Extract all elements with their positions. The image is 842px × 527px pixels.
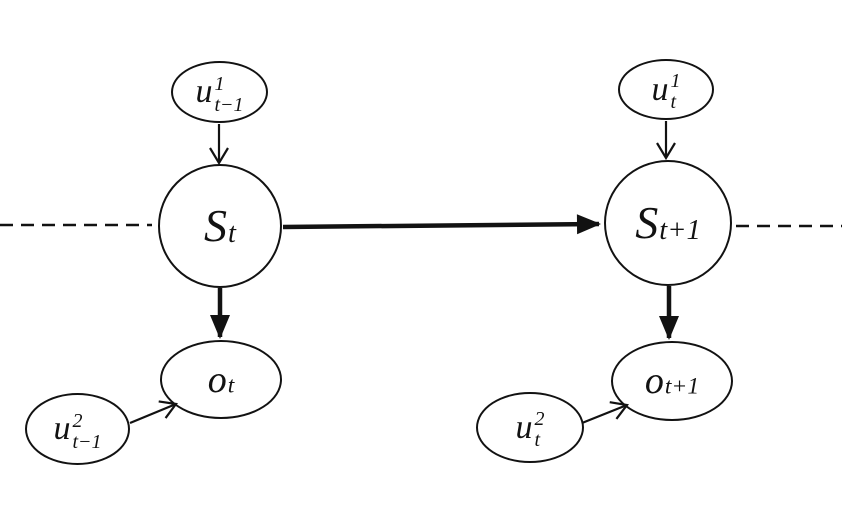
label-base: u xyxy=(53,410,71,447)
label-superscript: 2 xyxy=(72,409,83,432)
label-base: o xyxy=(207,358,227,401)
label-subscript: t−1 xyxy=(72,430,102,453)
label-subscript: t xyxy=(670,91,677,113)
label-superscript: 1 xyxy=(214,72,225,95)
label-superscript: 1 xyxy=(670,70,681,92)
arrow-u2-cur-to-o-t1 xyxy=(581,401,629,425)
label-base: S xyxy=(635,197,659,248)
label-subscript: t xyxy=(534,429,541,451)
label-base: S xyxy=(204,200,228,251)
label-subscript: t xyxy=(227,372,235,399)
label-subscript: t−1 xyxy=(214,93,244,116)
label-base: u xyxy=(195,73,213,110)
arrow-u2-prev-to-o-t xyxy=(129,400,178,425)
label-subscript: t xyxy=(228,217,236,249)
label-superscript: 2 xyxy=(534,408,545,430)
arrow-s-t-to-s-t1 xyxy=(282,214,601,235)
label-base: o xyxy=(644,360,664,402)
label-subscript: t+1 xyxy=(659,214,701,246)
label-base: u xyxy=(651,70,669,108)
label-base: u xyxy=(515,408,533,446)
label-subscript: t+1 xyxy=(664,373,700,400)
